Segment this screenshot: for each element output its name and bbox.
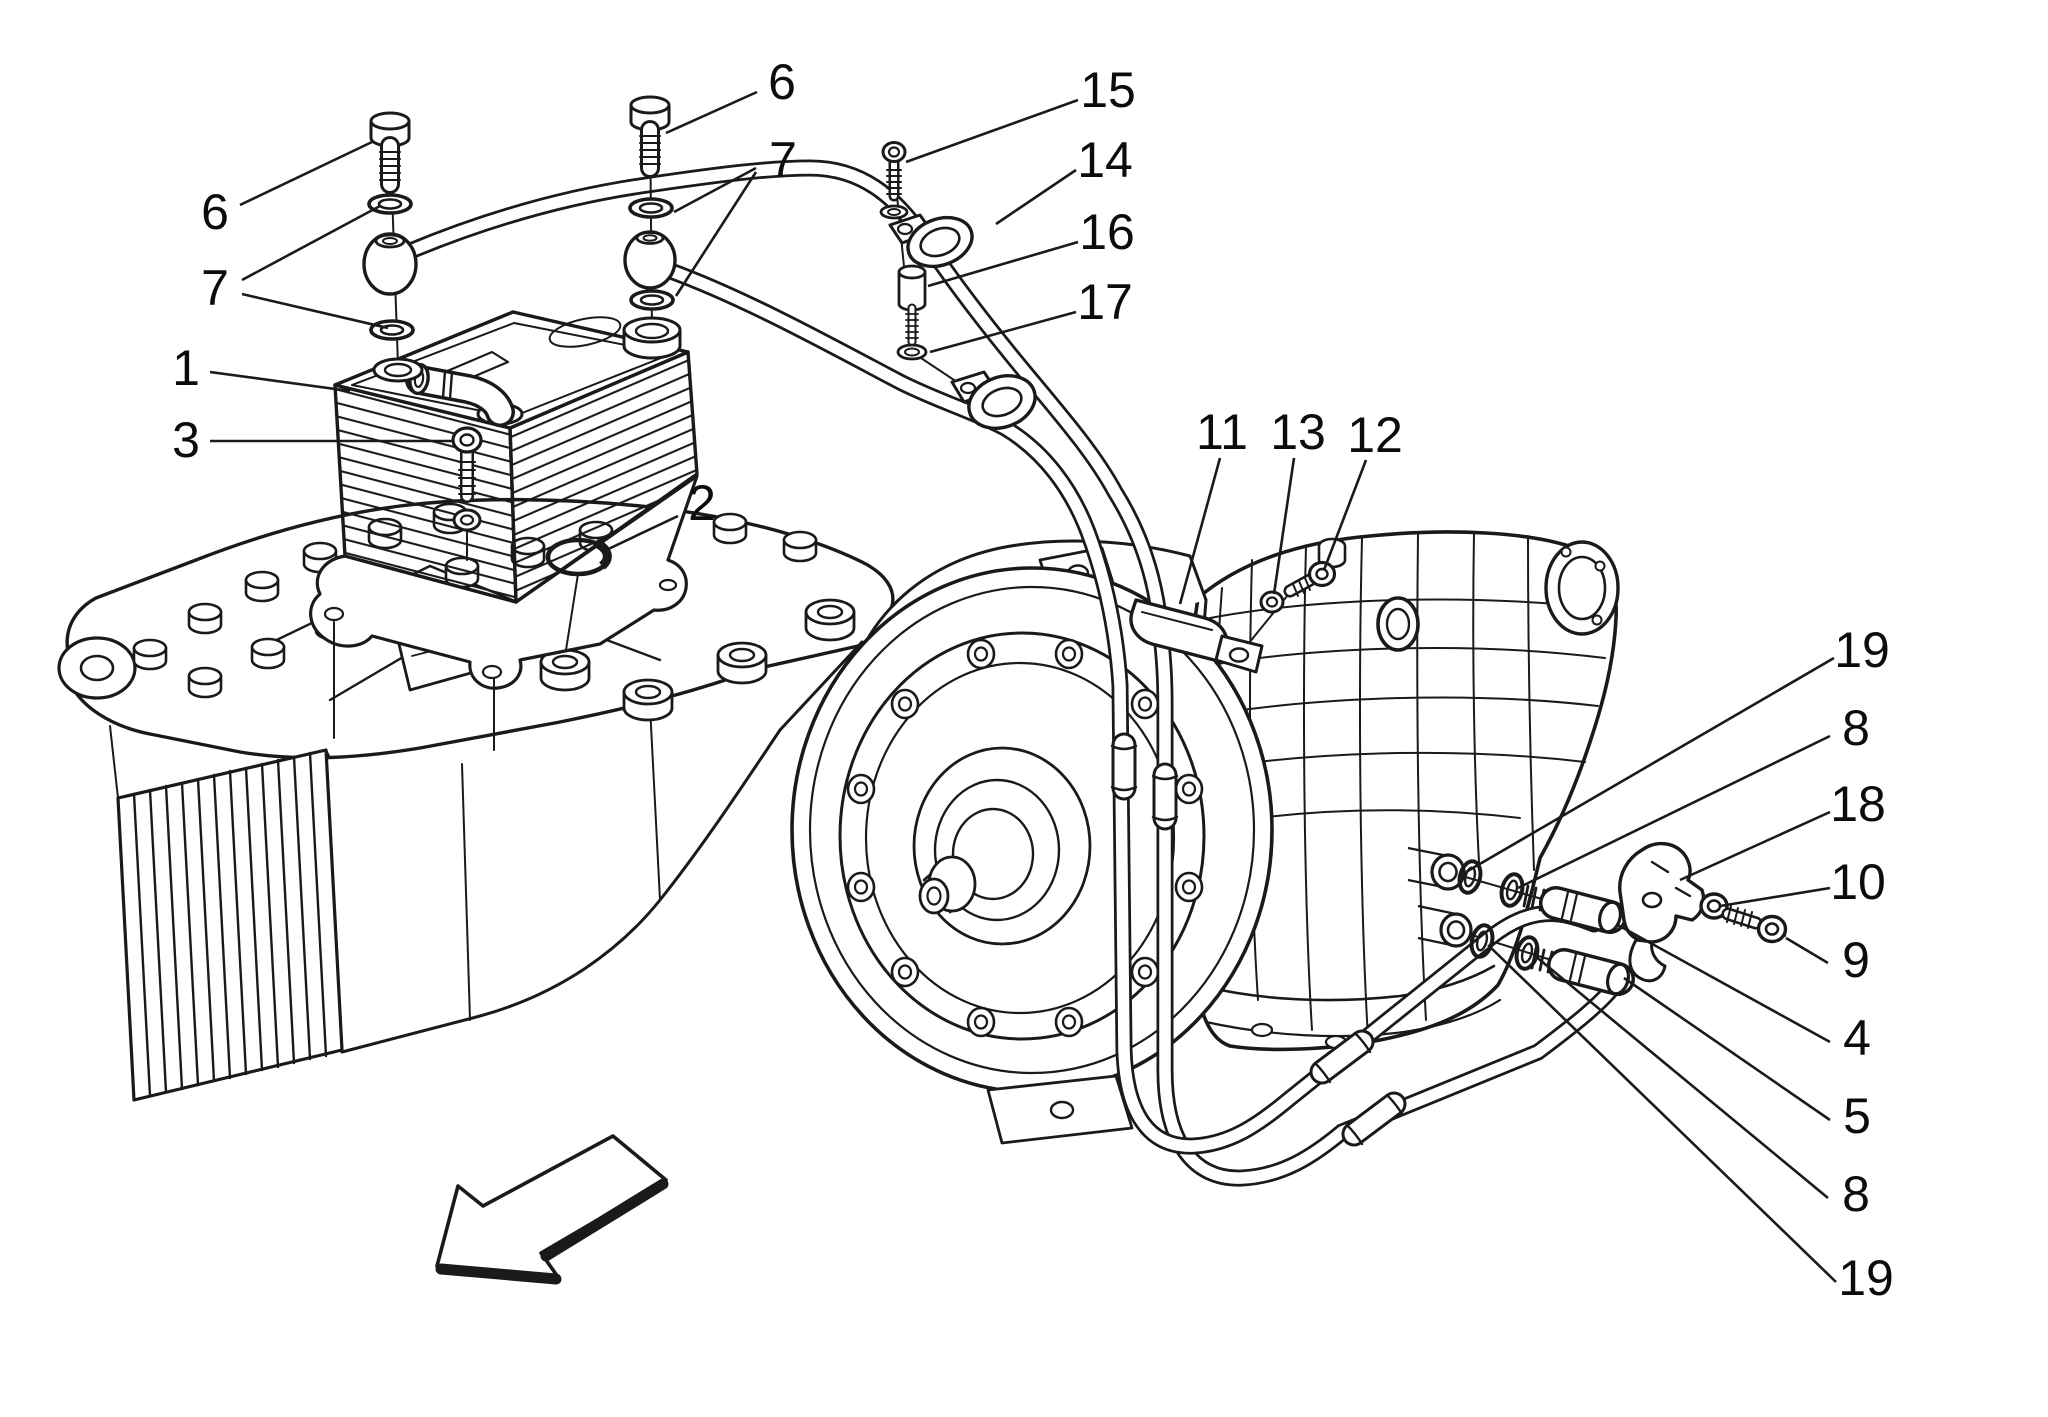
leader-line-8 <box>1517 734 1831 890</box>
elbow-fitting <box>405 362 524 427</box>
leader-line-7 <box>674 171 758 297</box>
clamp-17 <box>950 370 1037 430</box>
callout-label-7: 7 <box>201 260 229 316</box>
leader-line-7 <box>241 292 389 330</box>
callout-label-6: 6 <box>768 54 796 110</box>
washer-13 <box>1259 590 1285 614</box>
callout-label-18: 18 <box>1830 776 1886 832</box>
banjo-bolt-6-right <box>629 95 671 178</box>
leader-line-13 <box>1272 457 1296 595</box>
leader-line-8 <box>1533 953 1829 1200</box>
callout-label-19: 19 <box>1834 622 1890 678</box>
leader-line-5 <box>1623 976 1831 1122</box>
washer-7-left-upper <box>367 193 413 215</box>
leader-line-1 <box>209 370 351 393</box>
pipe-bracket <box>1129 560 1337 674</box>
callout-label-16: 16 <box>1079 204 1135 260</box>
banjo-union-left <box>362 232 418 296</box>
leader-line-15 <box>905 98 1079 164</box>
callout-label-3: 3 <box>172 412 200 468</box>
banjo-left <box>362 111 418 341</box>
washer-15 <box>879 204 909 220</box>
banjo-bolt-6-left <box>369 111 411 194</box>
leader-line-4 <box>1615 922 1831 1044</box>
leader-line-7 <box>241 204 381 282</box>
callout-label-11: 11 <box>1196 404 1248 460</box>
pipe-connection-bosses <box>1407 846 1787 965</box>
callout-label-10: 10 <box>1830 854 1886 910</box>
cooler-ports <box>372 316 682 383</box>
pipe-sleeve <box>1110 732 1407 1147</box>
leader-line-17 <box>929 310 1077 354</box>
washer-17 <box>896 343 928 361</box>
leader-line-2 <box>601 514 679 554</box>
callout-label-5: 5 <box>1843 1088 1871 1144</box>
pipe-union-4 <box>1539 886 1627 934</box>
callout-label-1: 1 <box>172 340 200 396</box>
callout-label-7: 7 <box>769 132 797 188</box>
leader-line-16 <box>927 240 1079 288</box>
leader-line-10 <box>1719 886 1831 908</box>
callout-label-15: 15 <box>1080 62 1136 118</box>
heat-exchanger <box>309 111 699 751</box>
callout-label-19: 19 <box>1838 1250 1894 1306</box>
screw-15 <box>881 141 907 202</box>
leader-line-9 <box>1785 936 1829 965</box>
bolt-9 <box>1721 905 1788 944</box>
callout-label-2: 2 <box>688 475 716 531</box>
direction-arrow <box>435 1134 669 1285</box>
leader-line-11 <box>1178 457 1222 605</box>
callout-label-14: 14 <box>1077 132 1133 188</box>
bolt-3 <box>451 426 483 561</box>
callout-label-13: 13 <box>1270 404 1326 460</box>
spacer-16 <box>897 264 927 347</box>
leader-line-14 <box>995 168 1077 226</box>
leader-line-19 <box>1487 944 1837 1283</box>
callout-label-8: 8 <box>1842 1166 1870 1222</box>
leader-line-19 <box>1465 656 1835 874</box>
washer-7-right-lower <box>629 289 675 311</box>
callout-label-12: 12 <box>1347 407 1403 463</box>
callout-label-9: 9 <box>1842 932 1870 988</box>
banjo-right <box>623 95 677 311</box>
pipe-union-5 <box>1547 948 1635 996</box>
o-ring-2 <box>545 537 612 651</box>
callout-label-6: 6 <box>201 184 229 240</box>
leader-line-7 <box>673 166 757 214</box>
callout-label-4: 4 <box>1843 1010 1871 1066</box>
washer-7-right-upper <box>628 197 674 219</box>
bolt-12 <box>1283 560 1337 598</box>
leader-line-6 <box>665 90 758 135</box>
leader-line-18 <box>1679 810 1831 882</box>
clamp-14 <box>888 213 974 269</box>
washer-10 <box>1699 892 1729 920</box>
leader-line-12 <box>1322 459 1368 571</box>
callout-label-8: 8 <box>1842 700 1870 756</box>
banjo-union-right <box>623 230 677 290</box>
callout-label-17: 17 <box>1077 274 1133 330</box>
washer-7-left-lower <box>369 319 415 341</box>
leader-line-6 <box>239 140 373 207</box>
clamp-hardware <box>879 141 1037 430</box>
retaining-fork-18 <box>1618 842 1706 983</box>
oil-pipes <box>399 159 1625 1187</box>
fitting-cluster <box>1454 842 1788 996</box>
